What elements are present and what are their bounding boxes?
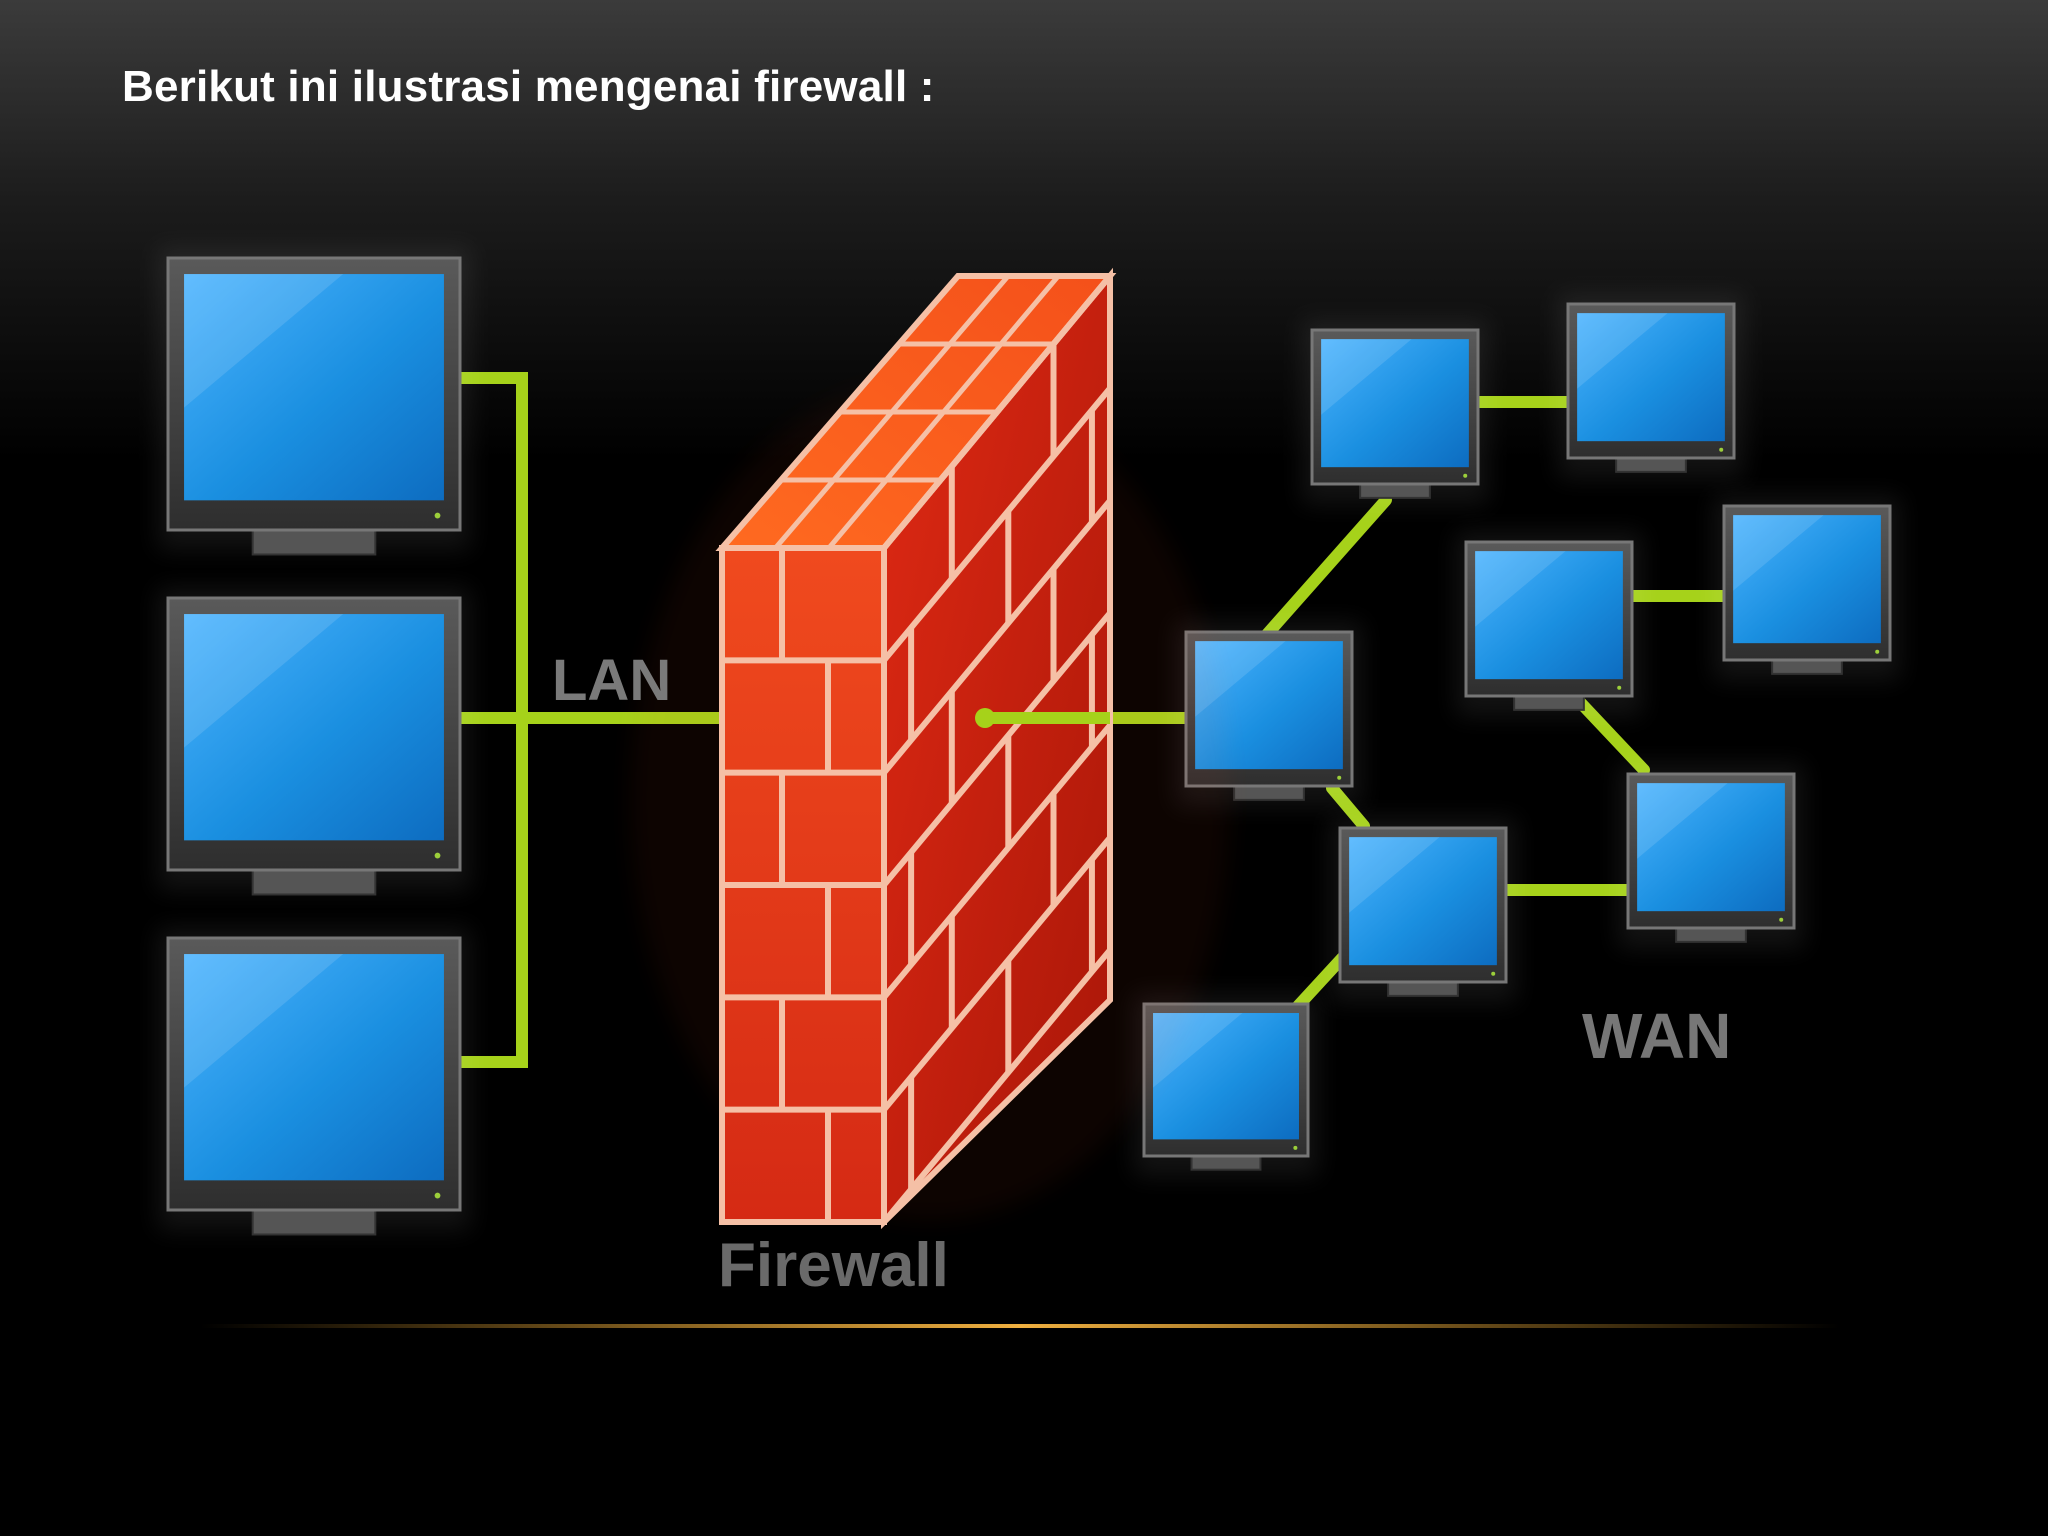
firewall-pass-node — [975, 708, 995, 728]
lan-computer-2 — [158, 588, 470, 896]
floor-glow-line — [200, 1324, 1840, 1328]
lan-label: LAN — [552, 648, 671, 713]
wan-label: WAN — [1582, 1000, 1731, 1072]
wan-computer-7 — [1618, 764, 1804, 948]
wan-computer-1 — [1302, 320, 1488, 504]
slide-title: Berikut ini ilustrasi mengenai firewall … — [122, 62, 935, 111]
wan-computer-6 — [1330, 818, 1516, 1002]
brick-firewall — [630, 267, 1230, 1230]
lan-computer-3 — [158, 928, 470, 1236]
wan-computer-2 — [1558, 294, 1744, 478]
lan-computer-1 — [158, 248, 470, 556]
wan-link-a — [1256, 494, 1392, 646]
wan-computer-4 — [1714, 496, 1900, 680]
firewall-label: Firewall — [718, 1231, 949, 1300]
wan-computer-3 — [1456, 532, 1642, 716]
